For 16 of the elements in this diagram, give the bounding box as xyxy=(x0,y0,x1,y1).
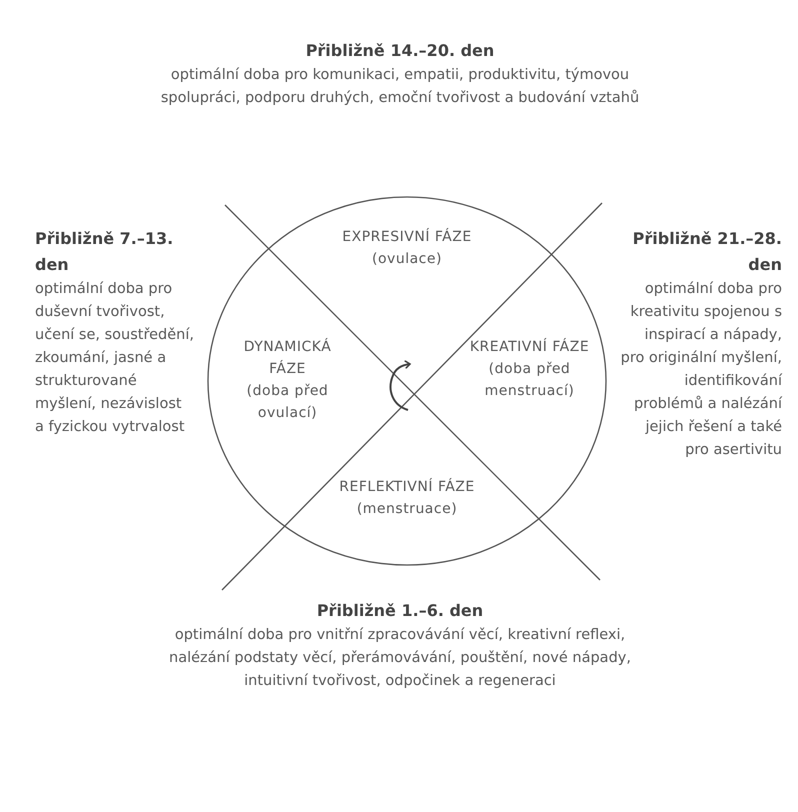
period-heading: Přibližně 14.–20. den xyxy=(304,40,496,62)
phase-description: (ovulace) xyxy=(371,250,443,269)
phase-name: KREATIVNÍ FÁZE xyxy=(468,337,590,357)
period-description: optimální doba pro kreativitu spojenou s inspirací a nápady, pro originální myšlení, identifikování problémů a nalézání jejich řešení a také pro asertivitu xyxy=(620,280,782,460)
phase-name: REFLEKTIVNÍ FÁZE xyxy=(338,477,476,497)
phase-name: DYNAMICKÁ FÁZE xyxy=(242,337,332,379)
phase-description: (menstruace) xyxy=(356,500,458,519)
period-description: optimální doba pro duševní tvořivost, učení se, soustředění, zkoumání, jasné a strukturované myšlení, nezávislost a fyzickou vytrvalost xyxy=(35,280,195,437)
period-heading: Přibližně 21.–28. den xyxy=(632,228,782,276)
phase-description: (doba před ovulací) xyxy=(246,382,330,423)
period-description: optimální doba pro komunikaci, empatii, produktivitu, týmovou spolupráci, podporu druhých, emoční tvořivost a budování vztahů xyxy=(160,66,640,108)
period-heading: Přibližně 7.–13. den xyxy=(35,228,174,276)
period-description: optimální doba pro vnitřní zpracovávání věcí, kreativní reflexi, nalézání podstaty věcí, přerámovávání, pouštění, nové nápady, intuitivní tvořivost, odpočinek a regeneraci xyxy=(168,626,632,691)
phase-name: EXPRESIVNÍ FÁZE xyxy=(342,227,472,247)
period-heading: Přibližně 1.–6. den xyxy=(316,600,484,622)
phase-description: (doba před menstruací) xyxy=(484,360,576,401)
